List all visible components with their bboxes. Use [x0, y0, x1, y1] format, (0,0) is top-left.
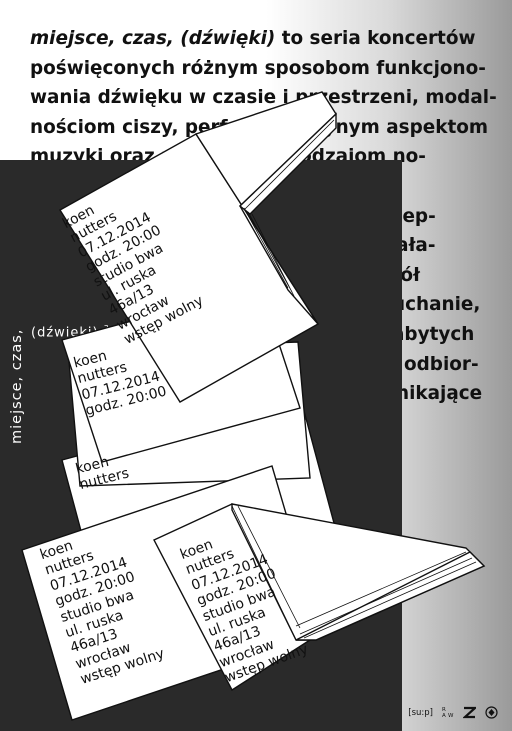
emblem-logo-icon — [485, 706, 498, 719]
intro-line-11: abytych — [392, 323, 475, 345]
intro-line-4b: ynym aspektom — [323, 116, 489, 138]
intro-lead: miejsce, czas, (dźwięki) — [30, 28, 276, 49]
raw-logo-r: R — [442, 706, 446, 713]
sup-logo: [su:p] — [408, 707, 433, 718]
z-mark-logo-icon — [462, 706, 478, 719]
fold-edge-bottom — [295, 551, 486, 641]
intro-line-12: odbior- — [404, 353, 479, 375]
raw-logo-a: A — [442, 712, 446, 719]
intro-line-13: nikające — [396, 383, 483, 405]
intro-line-1: to seria koncertów — [275, 28, 476, 49]
intro-line-2: poświęconych różnym sposobom funkcjono- — [30, 57, 486, 79]
intro-line-10: uchanie, — [392, 294, 481, 316]
fold-edge-top — [238, 112, 337, 215]
intro-line-4a: nościom ciszy, perf — [30, 116, 228, 138]
raw-logo-w: W — [448, 712, 454, 719]
intro-paragraph: miejsce, czas, (dźwięki) to seria koncer… — [30, 24, 500, 409]
intro-line-3: wania dźwięku w czasie i przestrzeni, mo… — [30, 87, 497, 109]
